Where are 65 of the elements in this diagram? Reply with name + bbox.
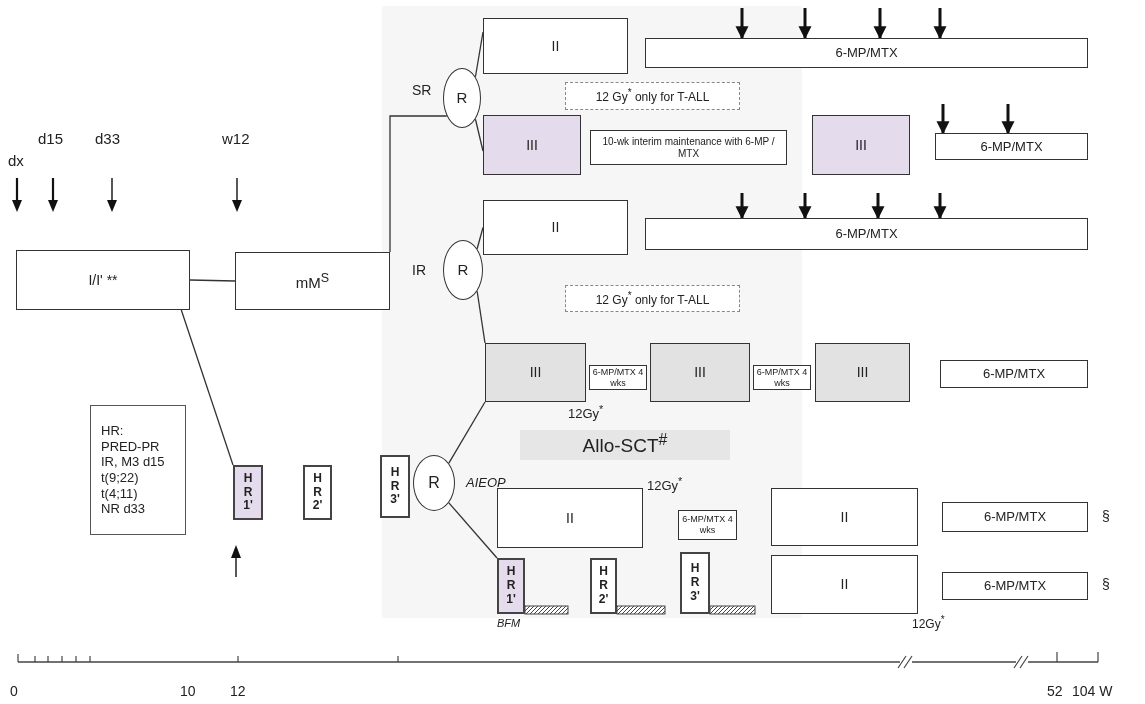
block-box: H R 3' (380, 455, 410, 518)
block-arrow (735, 8, 749, 40)
process-box: III (485, 343, 586, 402)
beside-label: BFM (497, 617, 521, 629)
text-label: 104 W (1072, 683, 1113, 699)
block-arrow (933, 8, 947, 40)
block-arrow (798, 8, 812, 40)
process-box: III (650, 343, 750, 402)
text-label: 12Gy$^{*}$ (912, 614, 945, 631)
text-label: 52 (1047, 683, 1063, 699)
dashed-box: 12 Gy$^{*}$ only for T-ALL (565, 285, 740, 312)
text-label: 12Gy$^{*}$ (647, 475, 683, 494)
block-box: H R 1' (233, 465, 263, 520)
process-box: 6-MP/MTX (645, 218, 1088, 250)
text-label: 0 (10, 683, 18, 699)
criteria-box: HR: PRED-PR IR, M3 d15 t(9;22) t(4;11) NR d33 (90, 405, 186, 535)
block-arrow (735, 193, 749, 220)
text-label: dx (8, 152, 24, 169)
process-box: II (483, 200, 628, 255)
process-box: III (812, 115, 910, 175)
connector-line (448, 502, 498, 559)
block-arrow (798, 193, 812, 220)
process-box: III (483, 115, 581, 175)
text-label: 12Gy$^{*}$ (568, 403, 604, 422)
process-box: II (771, 488, 918, 546)
block-arrow (933, 193, 947, 220)
process-box: mM$^{S}$ (235, 252, 390, 310)
process-box: II (483, 18, 628, 74)
text-label: w12 (222, 130, 250, 147)
process-box: II (497, 488, 643, 548)
beside-label: SR (412, 82, 432, 98)
block-arrow (873, 8, 887, 40)
text-label: 10 (180, 683, 196, 699)
block-box: H R 2' (590, 558, 617, 614)
dashed-box: 12 Gy$^{*}$ only for T-ALL (565, 82, 740, 110)
text-label: 12 (230, 683, 246, 699)
connector-line (448, 401, 486, 464)
connector-line (180, 309, 234, 466)
block-box: H R 1' (497, 558, 525, 614)
process-box: 6-MP/MTX (940, 360, 1088, 388)
process-box: 6-MP/MTX (942, 572, 1088, 600)
beside-label: § (1102, 576, 1110, 592)
text-label: d33 (95, 130, 121, 147)
beside-label: § (1102, 508, 1110, 524)
process-box: 6-MP/MTX (645, 38, 1088, 68)
process-box: 6-MP/MTX (935, 133, 1088, 160)
process-box: I/I' ** (16, 250, 190, 310)
text-label: AIEOP (466, 475, 506, 490)
block-arrow (1001, 104, 1015, 135)
process-box: III (815, 343, 910, 402)
block-arrow (871, 193, 885, 220)
process-box: 6-MP/MTX 4 wks (678, 510, 737, 540)
connector-line (389, 115, 448, 253)
process-box: II (771, 555, 918, 614)
beside-label: IR (412, 262, 426, 278)
block-arrow (936, 104, 950, 135)
process-box: 6-MP/MTX 4 wks (589, 365, 647, 390)
process-box: 6-MP/MTX 4 wks (753, 365, 811, 390)
block-box: H R 2' (303, 465, 332, 520)
text-label: d15 (38, 130, 64, 147)
block-box: H R 3' (680, 552, 710, 614)
process-box: 10-wk interim maintenance with 6-MP / MTX (590, 130, 787, 165)
connector-line (189, 279, 236, 282)
process-box: 6-MP/MTX (942, 502, 1088, 532)
shaded-band: Allo-SCT$^{#}$ (520, 430, 730, 460)
